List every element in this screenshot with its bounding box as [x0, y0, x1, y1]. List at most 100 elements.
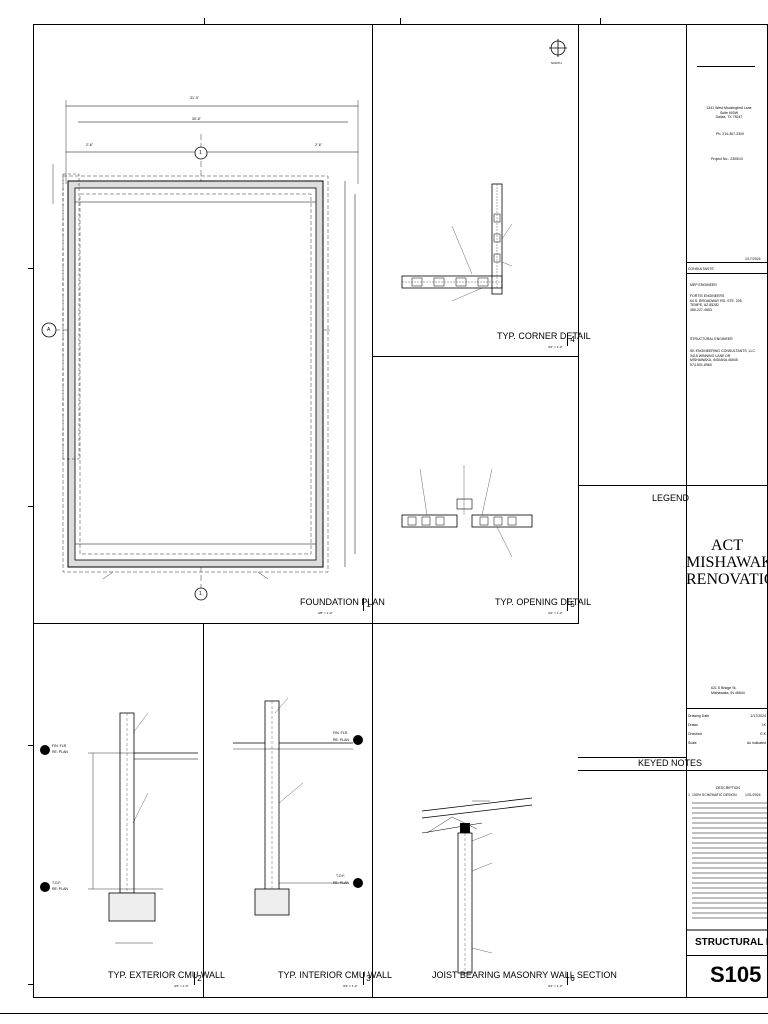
- exterior-wall-number: 2: [194, 972, 204, 985]
- foundation-plan-scale: 3/8" = 1'-0": [318, 611, 333, 615]
- mep-label: MEP ENGINEER: [690, 283, 717, 287]
- opening-detail-number: 5: [567, 598, 577, 611]
- fin-flr-marker-ext: [40, 745, 50, 755]
- project-address-line-2: Mishawaka, IN 46544: [711, 690, 745, 695]
- grid-label-one-bottom: 1: [199, 591, 202, 597]
- project-address: 621 S Bridge St, Mishawaka, IN 46544: [711, 686, 745, 695]
- corner-detail-number: 4: [567, 333, 577, 346]
- grid-line-v3: [686, 24, 687, 998]
- opening-detail-title: TYP. OPENING DETAIL: [495, 597, 592, 607]
- info-top-line: [686, 708, 768, 709]
- info-label-checked: Checked: [688, 732, 702, 736]
- sheet-title-line: [686, 955, 768, 956]
- address-line-1: 1341 West Mockingbird Lane: [706, 106, 752, 110]
- issue-date: 1/17/2024: [745, 257, 761, 261]
- ref-plan-label-ext-2: RE: PLAN: [52, 887, 68, 891]
- tick-top-2: [400, 18, 401, 24]
- mep-line-2: 64 S. BROADWAY RD. STE. 205: [690, 298, 742, 303]
- info-row-checked: Checked E.K: [688, 730, 766, 739]
- project-name-line-3: RENOVATION: [686, 571, 768, 588]
- corner-detail-drawing: [401, 39, 567, 302]
- north-label: NORTH: [551, 61, 562, 65]
- tof-marker-int: [353, 878, 363, 888]
- fin-flr-label-ext: FIN. FLR.: [52, 744, 68, 748]
- structural-label: STRUCTURAL ENGINEER: [690, 337, 733, 341]
- info-label-drawn: Drawn: [688, 723, 699, 727]
- corner-detail-title: TYP. CORNER DETAIL: [497, 331, 591, 341]
- info-value-scale: As indicated: [746, 741, 766, 745]
- grid-line-h2: [372, 356, 578, 357]
- revision-table-lines: [686, 802, 768, 931]
- exterior-wall-drawing: [40, 712, 198, 944]
- grid-line-h1: [33, 623, 578, 624]
- tof-marker-ext: [40, 882, 50, 892]
- sheet-title: STRUCTURAL DETAILS: [695, 937, 768, 948]
- project-name: ACT MISHAWAKA RENOVATION: [686, 537, 768, 588]
- corner-detail-scale: 3/4" = 1'-0": [548, 345, 563, 349]
- joist-bearing-number: 6: [567, 972, 577, 985]
- grid-line-h4: [578, 770, 768, 771]
- joist-bearing-drawing: [421, 797, 533, 974]
- grid-bubble-one-top: [194, 146, 208, 160]
- grid-line-v2: [578, 24, 579, 624]
- joist-bearing-title: JOIST BEARING MASONRY WALL SECTION: [432, 970, 617, 980]
- exterior-wall-title: TYP. EXTERIOR CMU WALL: [108, 970, 226, 980]
- grid-line-v4: [203, 623, 204, 998]
- grid-line-h3: [578, 485, 768, 486]
- mep-line-1: FORTIS ENGINEERS: [690, 294, 725, 298]
- interior-wall-drawing: [233, 697, 363, 916]
- project-number: Project No.: 2305/10: [711, 157, 743, 161]
- keyed-notes-label: KEYED NOTES: [638, 758, 703, 768]
- joist-bearing-scale: 3/4" = 1'-0": [548, 984, 563, 988]
- revision-description: 100% SCHEMATIC DESIGN: [692, 793, 737, 797]
- structural-line-2: 3415 WINNING LANE DR: [690, 353, 731, 358]
- firm-address: 1341 West Mockingbird Lane Suite 600W Da…: [690, 106, 768, 120]
- mep-line-3: TEMPE, AZ 85282: [690, 303, 719, 307]
- fin-flr-marker-int: [353, 735, 363, 745]
- revision-number: 1: [688, 793, 690, 797]
- keyed-notes-line: [578, 757, 686, 758]
- structural-line-4: 574-501-6960: [690, 362, 712, 367]
- grid-label-one-top: 1: [199, 150, 202, 156]
- revision-description-label: DESCRIPTION: [716, 786, 740, 790]
- info-value-checked: E.K: [760, 732, 766, 736]
- tick-left-2: [28, 506, 34, 507]
- project-name-line-1: ACT: [711, 537, 743, 554]
- foundation-plan-number: 1: [363, 598, 373, 611]
- project-address-line-1: 621 S Bridge St,: [711, 686, 737, 690]
- consultants-line: [686, 262, 768, 263]
- address-line-2: Suite 600W: [719, 110, 739, 115]
- interior-wall-scale: 3/4" = 1'-0": [343, 984, 358, 988]
- address-line-3: Dallas, TX 75247: [715, 115, 743, 119]
- ref-plan-label-int-1: RE: PLAN: [333, 738, 349, 742]
- ref-plan-label-ext-1: RE: PLAN: [52, 750, 68, 754]
- grid-bubble-one-bottom: [194, 587, 208, 601]
- tick-top-1: [204, 18, 205, 24]
- tick-top-3: [600, 18, 601, 24]
- mep-info: FORTIS ENGINEERS 64 S. BROADWAY RD. STE.…: [690, 294, 742, 312]
- structural-info: SK ENGINEERING CONSULTANTS, LLC 3415 WIN…: [690, 349, 755, 367]
- info-row-scale: Scale As indicated: [688, 739, 766, 748]
- structural-line-1: SK ENGINEERING CONSULTANTS, LLC: [690, 349, 756, 353]
- bottom-edge-line: [0, 1013, 768, 1014]
- revision-date: 1/31/2024: [745, 793, 761, 797]
- opening-detail-drawing: [401, 465, 533, 558]
- foundation-plan-title: FOUNDATION PLAN: [300, 597, 385, 607]
- tof-label-int: T.O.F.: [336, 874, 346, 878]
- tick-left-3: [28, 745, 34, 746]
- info-label-date: Drawing Date: [688, 714, 710, 718]
- consultants-line-2: [686, 273, 768, 274]
- interior-wall-title: TYP. INTERIOR CMU WALL: [278, 970, 393, 980]
- opening-detail-scale: 3/4" = 1'-0": [548, 611, 563, 615]
- mep-line-4: 480-227-4653: [690, 307, 712, 312]
- project-name-line-2: MISHAWAKA: [686, 554, 768, 571]
- interior-wall-number: 3: [363, 972, 373, 985]
- tof-label-ext: T.O.F.: [52, 881, 62, 885]
- dim-left-offset: 2'-6": [86, 143, 93, 147]
- fin-flr-label-int: FIN. FLR.: [333, 731, 349, 735]
- firm-phone: Ph: 214-367-2300: [716, 132, 745, 136]
- info-label-scale: Scale: [688, 741, 697, 745]
- tick-left-4: [28, 984, 34, 985]
